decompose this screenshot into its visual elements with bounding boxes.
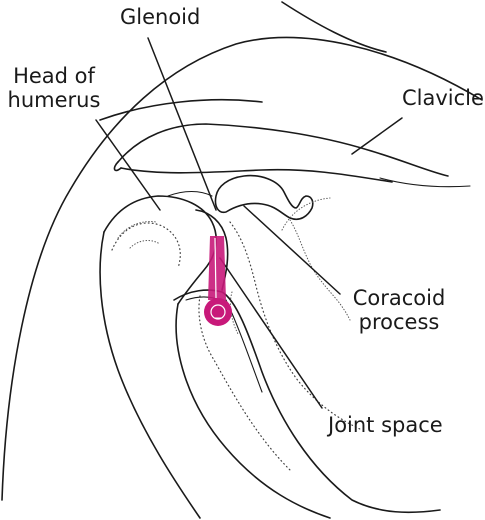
label-coracoid-process: Coracoid process bbox=[346, 286, 452, 334]
coracoid-process-bone bbox=[214, 174, 314, 221]
shoulder-skin-outline bbox=[1, 36, 483, 501]
glenoid-rim bbox=[195, 209, 229, 291]
humerus-shaft-right bbox=[175, 303, 331, 519]
label-coracoid-line2: process bbox=[358, 310, 440, 334]
leader-clavicle bbox=[351, 117, 403, 155]
scapula-stipple-4 bbox=[198, 295, 291, 471]
tuberosity-stipple-2 bbox=[117, 221, 161, 249]
leader-head-of-humerus bbox=[95, 119, 161, 211]
label-clavicle: Clavicle bbox=[402, 86, 484, 110]
leader-joint-space bbox=[219, 257, 323, 409]
back-outline bbox=[379, 177, 471, 188]
clavicle-bone bbox=[117, 123, 449, 183]
label-coracoid-line1: Coracoid bbox=[352, 286, 446, 310]
label-joint-space: Joint space bbox=[328, 413, 443, 437]
leader-glenoid bbox=[147, 37, 217, 211]
neck-outline bbox=[281, 1, 387, 53]
humerus-shaft-left bbox=[99, 231, 201, 519]
label-head-of-humerus: Head of humerus bbox=[2, 64, 106, 112]
needle-icon bbox=[204, 236, 232, 326]
tuberosity-stipple bbox=[111, 222, 181, 269]
scapula-stipple-3 bbox=[281, 197, 331, 231]
scapula-stipple-2 bbox=[289, 219, 351, 321]
humerus-head-outline bbox=[103, 195, 217, 305]
clavicle-end bbox=[113, 161, 122, 172]
acromion-outline bbox=[99, 98, 263, 121]
label-head-of-humerus-line1: Head of bbox=[13, 64, 95, 88]
leader-coracoid bbox=[243, 205, 341, 295]
label-glenoid: Glenoid bbox=[120, 5, 201, 29]
capsule-line bbox=[167, 190, 213, 197]
label-head-of-humerus-line2: humerus bbox=[7, 88, 101, 112]
